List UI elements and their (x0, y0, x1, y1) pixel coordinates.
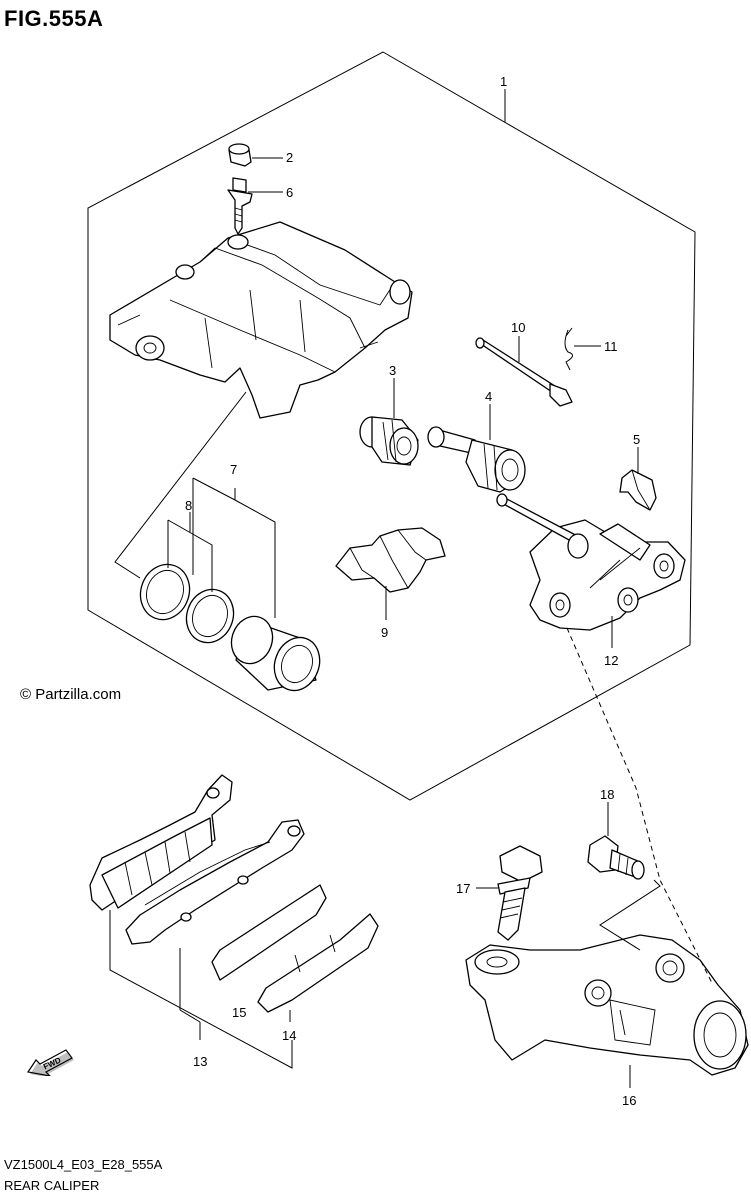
callout-1: 1 (500, 74, 507, 89)
bracket-bolt-18 (587, 835, 645, 880)
callout-16: 16 (622, 1093, 636, 1108)
callout-14: 14 (282, 1028, 296, 1043)
callout-5: 5 (633, 432, 640, 447)
callout-9: 9 (381, 625, 388, 640)
copyright-text: © Partzilla.com (20, 686, 122, 703)
callout-4: 4 (485, 389, 492, 404)
brake-pads (89, 774, 305, 945)
mounting-bracket (465, 934, 749, 1076)
assembly-outline (87, 51, 696, 801)
callout-13: 13 (193, 1054, 207, 1069)
callout-8: 8 (185, 498, 192, 513)
leader-lines (109, 89, 714, 1088)
caliper-body (109, 221, 413, 419)
pad-spring (335, 527, 446, 593)
boot (359, 416, 419, 466)
callout-7: 7 (230, 462, 237, 477)
footer-code: VZ1500L4_E03_E28_555A (4, 1157, 163, 1172)
callout-3: 3 (389, 363, 396, 378)
callout-6: 6 (286, 185, 293, 200)
piston (230, 615, 321, 692)
callout-10: 10 (511, 320, 525, 335)
pad-shim-14 (257, 913, 379, 1013)
callout-12: 12 (604, 653, 618, 668)
footer-name: REAR CALIPER (4, 1178, 100, 1193)
figure-title: FIG.555A (4, 6, 104, 31)
fwd-arrow-icon: FWD (26, 1049, 74, 1076)
callout-15: 15 (232, 1005, 246, 1020)
piston-seals (139, 563, 235, 644)
pin-clip (564, 327, 573, 371)
callout-18: 18 (600, 787, 614, 802)
pad-shim-15 (211, 884, 327, 981)
caliper-bracket (496, 493, 686, 631)
callout-17: 17 (456, 881, 470, 896)
callout-2: 2 (286, 150, 293, 165)
pad-pin (475, 337, 573, 407)
bracket-bolt (497, 845, 543, 941)
bleeder-valve (227, 177, 253, 235)
bleeder-cap (228, 143, 252, 167)
callout-11: 11 (604, 339, 618, 354)
callout-numbers: 1 2 6 3 4 10 11 5 7 8 9 12 18 17 16 15 1… (185, 74, 640, 1108)
sleeve (427, 426, 526, 493)
caliper-spring (619, 469, 657, 511)
